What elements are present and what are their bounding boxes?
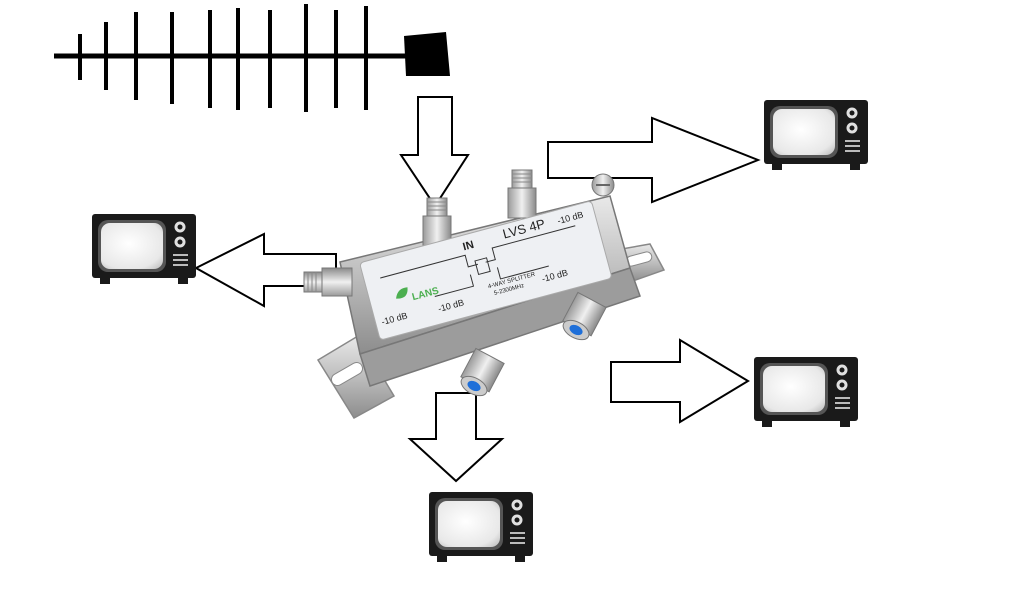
tv-icon bbox=[92, 214, 196, 284]
splitter-icon: IN LVS 4P -10 dB -10 dB -10 dB -10 dB LA… bbox=[303, 169, 666, 420]
splitter-in-label: IN bbox=[462, 239, 476, 253]
tv-icon bbox=[764, 100, 868, 170]
tv-icon bbox=[754, 357, 858, 427]
arrow-icon bbox=[193, 232, 337, 308]
arrow-icon bbox=[547, 116, 761, 204]
arrow-icon bbox=[610, 338, 750, 424]
tv-icon bbox=[429, 492, 533, 562]
arrow-icon bbox=[407, 392, 505, 483]
arrow-icon bbox=[399, 96, 470, 208]
antenna-icon bbox=[54, 4, 450, 112]
